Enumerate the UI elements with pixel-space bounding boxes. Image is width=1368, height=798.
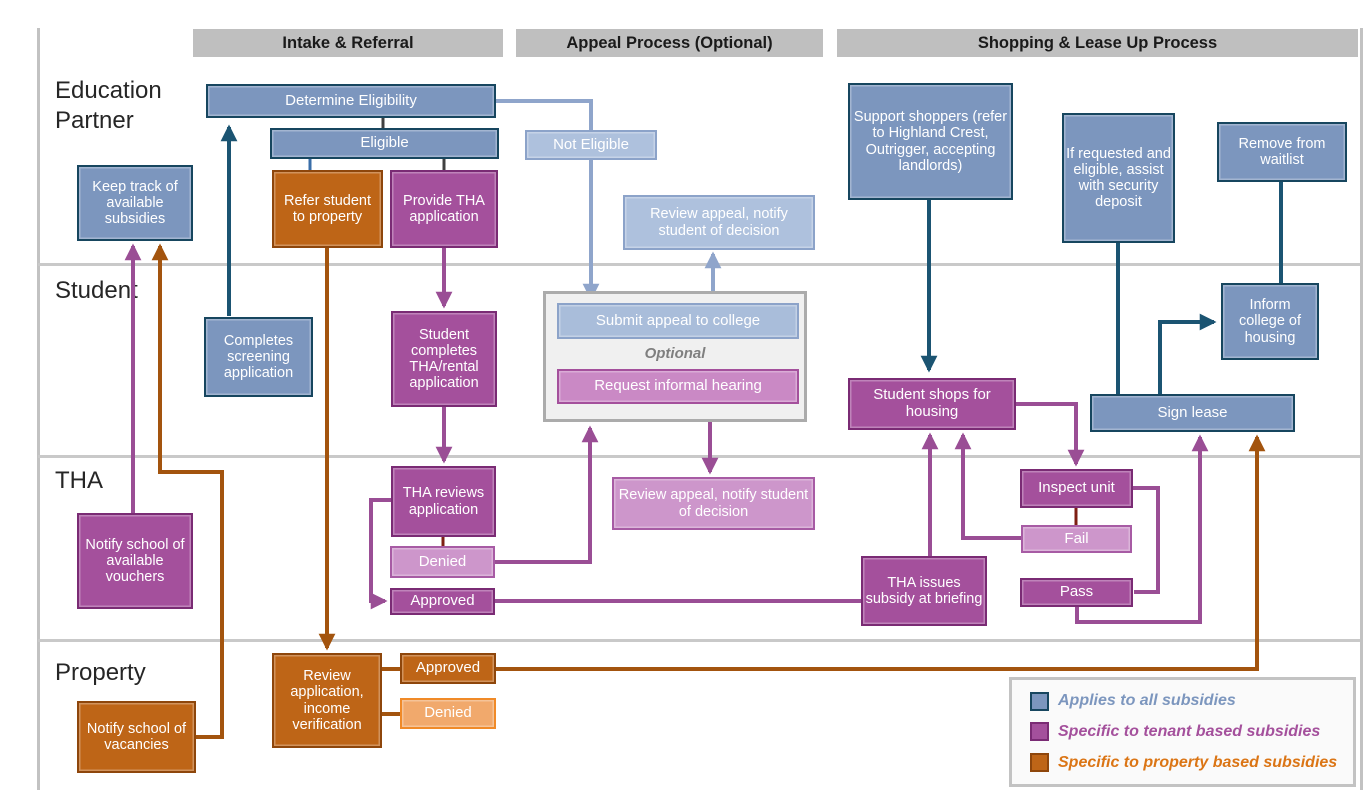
legend-label: Specific to property based subsidies: [1058, 753, 1338, 771]
node-student-shops-for-housing: Student shops for housing: [848, 378, 1016, 430]
node-determine-eligibility: Determine Eligibility: [206, 84, 496, 118]
node-notify-school-vacancies: Notify school of vacancies: [77, 701, 196, 773]
node-property-approved: Approved: [400, 653, 496, 684]
legend-swatch-blue: [1030, 691, 1049, 711]
node-request-informal-hearing: Request informal hearing: [557, 369, 799, 404]
node-remove-from-waitlist: Remove from waitlist: [1217, 122, 1347, 182]
arrow-signlease-to-informcollege: [1158, 313, 1217, 394]
node-tha-approved: Approved: [390, 588, 495, 615]
node-student-completes-tha-rental: Student completes THA/rental application: [391, 311, 497, 407]
legend-item-tenant-subsidies: Specific to tenant based subsidies: [1030, 722, 1353, 742]
phase-header-appeal-process: Appeal Process (Optional): [516, 29, 823, 57]
lane-label-education-partner: Education Partner: [55, 77, 162, 134]
arrow-thareviews-to-approved: [369, 498, 391, 610]
arrow-approved-to-signlease: [496, 434, 1266, 671]
arrow-denied-to-requesthearing: [495, 425, 599, 564]
node-tha-reviews-application: THA reviews application: [391, 466, 496, 537]
node-inspect-unit: Inspect unit: [1020, 469, 1133, 508]
arrow-pass-to-signlease: [1075, 434, 1209, 624]
lane-label-property: Property: [55, 659, 146, 686]
lane-label-student: Student: [55, 277, 138, 304]
lane-label-tha: THA: [55, 467, 103, 494]
node-inspection-fail: Fail: [1021, 525, 1132, 553]
optional-label: Optional: [644, 345, 706, 362]
lane-separator: [38, 455, 1360, 458]
arrow-studentshops-to-inspect: [1016, 402, 1085, 467]
legend-swatch-purple: [1030, 722, 1049, 742]
node-not-eligible: Not Eligible: [525, 130, 657, 160]
node-property-denied: Denied: [400, 698, 496, 729]
node-eligible: Eligible: [270, 128, 499, 159]
arrow-noteligible-to-submitappeal: [496, 99, 600, 301]
node-support-shoppers: Support shoppers (refer to Highland Cres…: [848, 83, 1013, 200]
line-inspect-to-pass: [1133, 486, 1160, 594]
legend-item-property-subsidies: Specific to property based subsidies: [1030, 753, 1353, 773]
node-inspection-pass: Pass: [1020, 578, 1133, 607]
node-sign-lease: Sign lease: [1090, 394, 1295, 432]
node-tha-issues-subsidy: THA issues subsidy at briefing: [861, 556, 987, 626]
node-refer-student-to-property: Refer student to property: [272, 170, 383, 248]
phase-header-intake-referral: Intake & Referral: [193, 29, 503, 57]
node-keep-track-subsidies: Keep track of available subsidies: [77, 165, 193, 241]
frame-right-line: [1360, 28, 1363, 790]
node-submit-appeal-to-college: Submit appeal to college: [557, 303, 799, 339]
lane-separator: [38, 639, 1360, 642]
node-inform-college-of-housing: Inform college of housing: [1221, 283, 1319, 360]
frame-left-line: [37, 28, 40, 790]
arrow-fail-to-studentshops: [954, 432, 1021, 540]
phase-header-shopping-lease: Shopping & Lease Up Process: [837, 29, 1358, 57]
legend-label: Applies to all subsidies: [1058, 692, 1236, 710]
node-provide-tha-application: Provide THA application: [390, 170, 498, 248]
legend-item-all-subsidies: Applies to all subsidies: [1030, 691, 1353, 711]
node-review-appeal-tha: Review appeal, notify student of decisio…: [612, 477, 815, 530]
lane-separator: [38, 263, 1360, 266]
node-review-application-income: Review application, income verification: [272, 653, 382, 748]
legend-swatch-orange: [1030, 753, 1049, 773]
node-tha-denied: Denied: [390, 546, 495, 578]
legend: Applies to all subsidies Specific to ten…: [1009, 677, 1356, 787]
node-notify-school-vouchers: Notify school of available vouchers: [77, 513, 193, 609]
arrow-vacancies-to-keeptrack: [151, 243, 224, 739]
node-assist-security-deposit: If requested and eligible, assist with s…: [1062, 113, 1175, 243]
node-completes-screening-application: Completes screening application: [204, 317, 313, 397]
legend-label: Specific to tenant based subsidies: [1058, 722, 1321, 740]
node-review-appeal-education-partner: Review appeal, notify student of decisio…: [623, 195, 815, 250]
